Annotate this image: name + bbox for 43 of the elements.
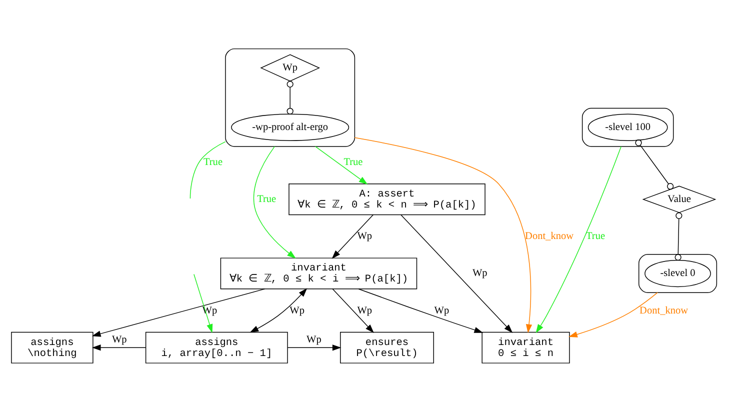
connector — [190, 141, 226, 199]
arrow — [92, 288, 266, 337]
arrow — [250, 288, 308, 333]
node-box: invariant 0 ≤ i ≤ n — [482, 332, 570, 364]
edge-label: True — [203, 156, 223, 168]
arrow — [568, 292, 658, 338]
arrow — [332, 288, 374, 334]
edge-label: True — [257, 194, 276, 206]
arrow — [354, 137, 532, 334]
node-ellipse: -wp-proof alt-ergo — [231, 114, 350, 141]
node-box: assigns i, array[0..n − 1] — [145, 332, 288, 364]
node-box: invariant ∀k ∈ ℤ, 0 ≤ k < i ⟹ P(a[k]) — [220, 258, 418, 290]
edge-label: Wp — [306, 334, 322, 346]
node-box: ensures P(\result) — [340, 332, 434, 364]
edge-label: True — [586, 231, 606, 242]
arrow — [253, 146, 296, 259]
node-diamond: Value — [642, 186, 716, 213]
arrow — [536, 146, 622, 334]
edge-label: Dont_know — [525, 231, 574, 242]
cluster — [225, 48, 356, 147]
connector — [286, 80, 294, 114]
connector — [635, 139, 674, 190]
arrow — [314, 146, 368, 185]
edge-label: Dont_know — [640, 305, 688, 316]
arrow — [400, 214, 513, 334]
arrow — [92, 344, 146, 351]
node-box: assigns \nothing — [11, 332, 94, 364]
edge-label: Wp — [112, 334, 127, 346]
edge-label: Wp — [357, 305, 372, 316]
arrow — [332, 214, 374, 259]
node-ellipse: -slevel 0 — [644, 260, 711, 288]
node-diamond: Wp — [260, 54, 320, 82]
edge-label: Wp — [472, 268, 488, 280]
edge-label: Wp — [290, 305, 304, 316]
arrow — [358, 288, 484, 333]
node-box: A: assert ∀k ∈ ℤ, 0 ≤ k < n ⟹ P(a[k]) — [288, 184, 486, 216]
arrow — [287, 344, 342, 351]
arrow — [194, 274, 213, 333]
edge-label: Wp — [434, 305, 450, 316]
node-ellipse: -slevel 100 — [588, 114, 668, 141]
edge-label: Wp — [357, 231, 372, 242]
edge-label: True — [344, 156, 363, 168]
connector — [674, 212, 682, 261]
